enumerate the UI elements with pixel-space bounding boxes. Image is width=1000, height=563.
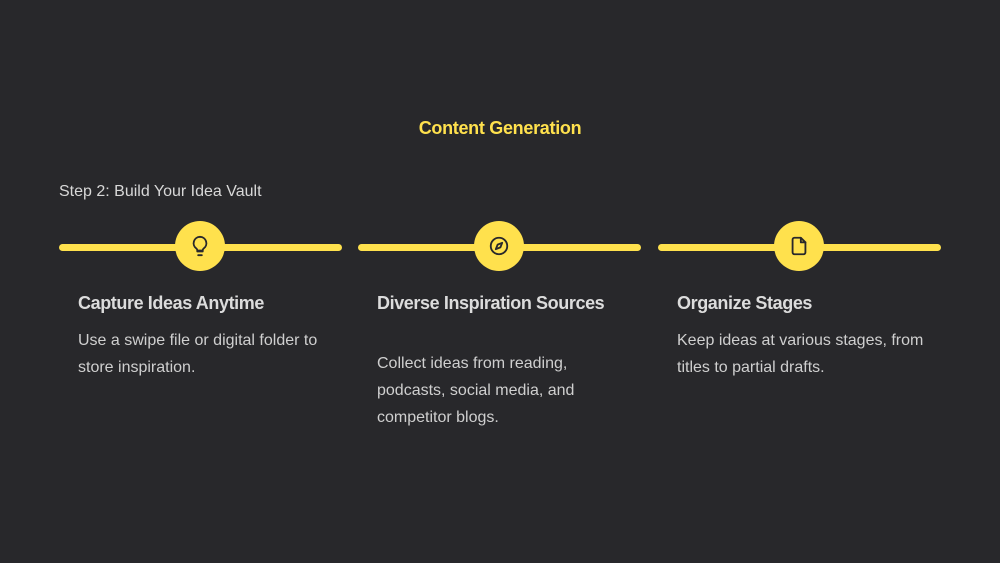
compass-icon: [489, 236, 509, 256]
step-description: Use a swipe file or digital folder to st…: [78, 332, 318, 376]
step-description: Collect ideas from reading, podcasts, so…: [377, 355, 575, 426]
slide-title: Content Generation: [418, 118, 582, 138]
step-title: Capture Ideas Anytime: [78, 293, 264, 313]
step-icon-circle: [774, 221, 824, 271]
slide-subtitle: Step 2: Build Your Idea Vault: [59, 183, 262, 200]
step-title: Organize Stages: [677, 293, 813, 313]
lightbulb-icon: [192, 235, 208, 257]
document-icon: [791, 236, 807, 256]
step-title: Diverse Inspiration Sources: [377, 293, 605, 313]
step-icon-circle: [474, 221, 524, 271]
step-icon-circle: [175, 221, 225, 271]
step-description: Keep ideas at various stages, from title…: [677, 332, 924, 376]
